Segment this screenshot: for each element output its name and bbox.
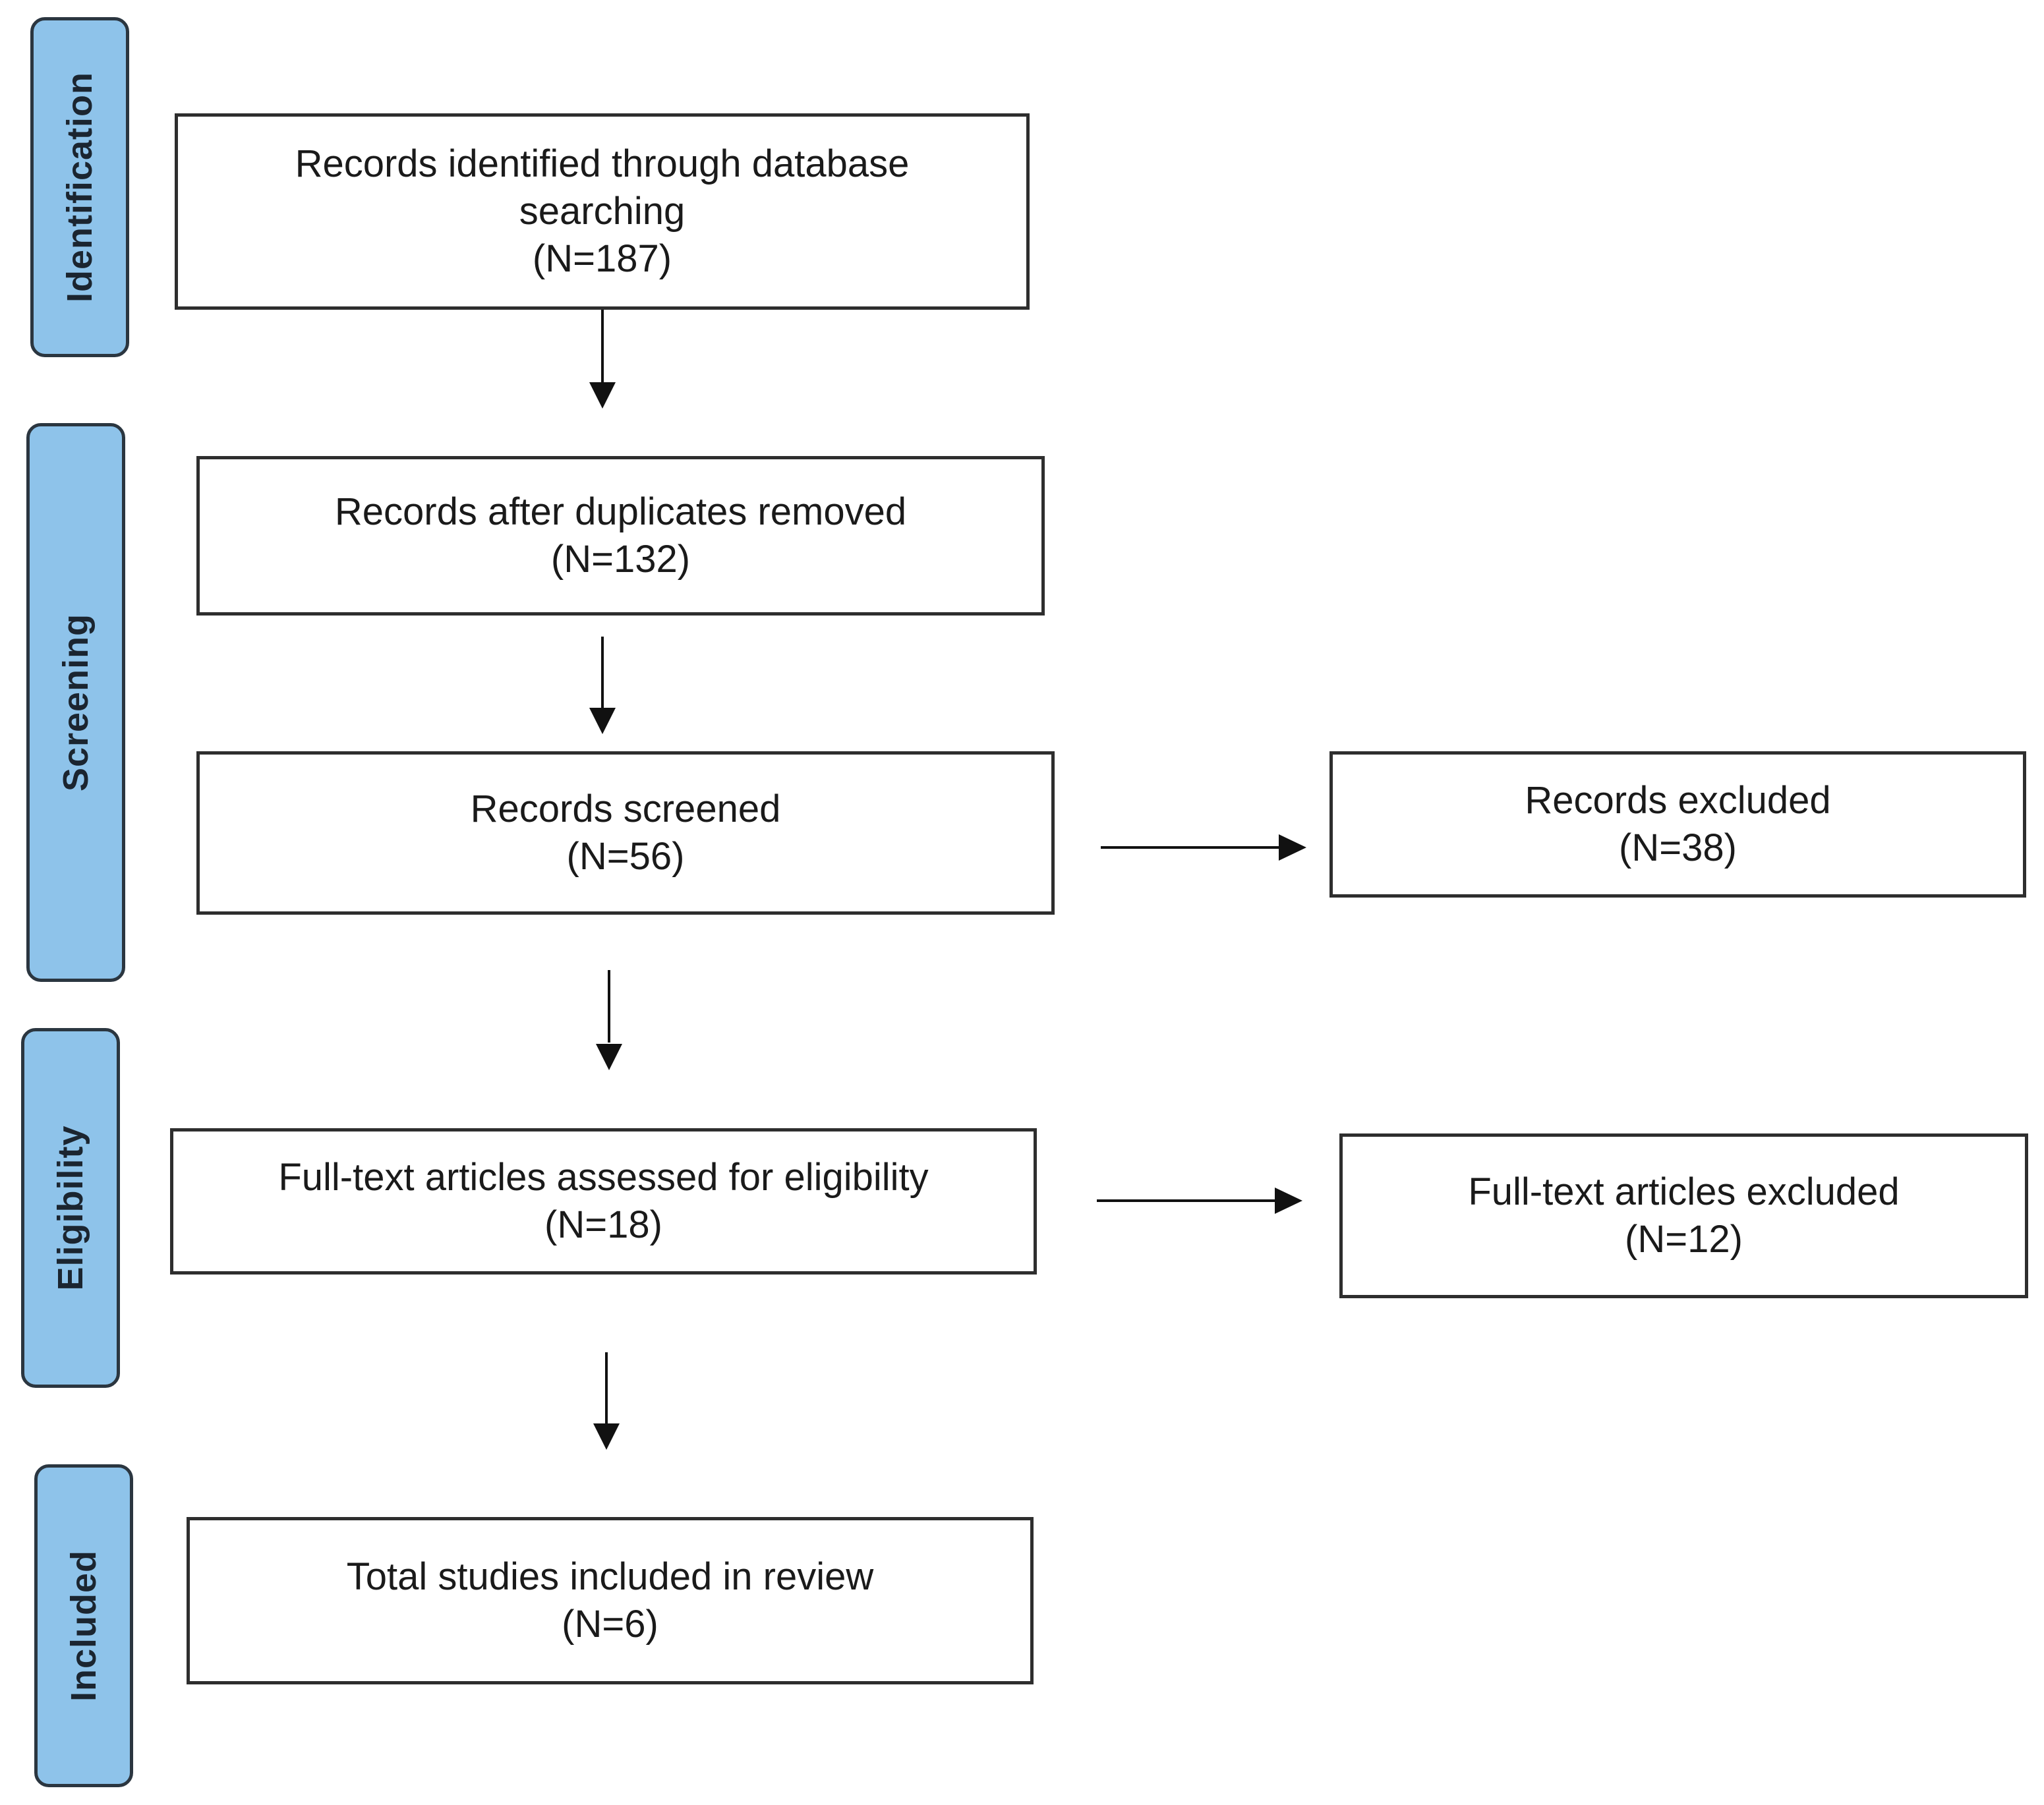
box-records-identified-line1: Records identified through database [295, 142, 910, 185]
arrowhead-down-2 [589, 708, 616, 734]
box-records-screened-count: (N=56) [566, 835, 685, 878]
stage-included: Included [34, 1464, 133, 1787]
box-fulltext-excluded: Full-text articles excluded (N=12) [1339, 1133, 2028, 1298]
box-fulltext-assessed-count: (N=18) [544, 1203, 662, 1246]
box-total-included-label: Total studies included in review [346, 1555, 874, 1598]
arrowhead-right-1 [1279, 834, 1306, 861]
box-total-included: Total studies included in review (N=6) [187, 1517, 1034, 1684]
stage-screening: Screening [26, 423, 125, 982]
box-records-excluded: Records excluded (N=38) [1329, 751, 2026, 898]
box-records-identified: Records identified through database sear… [175, 113, 1030, 310]
box-fulltext-excluded-count: (N=12) [1625, 1218, 1743, 1261]
arrowhead-down-4 [593, 1423, 620, 1450]
arrowhead-down-3 [596, 1044, 622, 1070]
box-total-included-count: (N=6) [562, 1603, 658, 1646]
stage-eligibility: Eligibility [21, 1028, 120, 1388]
box-records-after-duplicates-label: Records after duplicates removed [334, 490, 907, 533]
box-fulltext-assessed-label: Full-text articles assessed for eligibil… [278, 1156, 929, 1199]
arrowhead-right-2 [1275, 1188, 1302, 1214]
stage-identification: Identification [30, 17, 129, 357]
box-records-excluded-label: Records excluded [1525, 779, 1831, 822]
arrowhead-down-1 [589, 382, 616, 409]
box-records-identified-count: (N=187) [532, 237, 672, 280]
box-records-identified-line2: searching [519, 190, 686, 233]
box-fulltext-excluded-label: Full-text articles excluded [1468, 1170, 1900, 1213]
box-fulltext-assessed: Full-text articles assessed for eligibil… [170, 1128, 1037, 1275]
box-records-after-duplicates-count: (N=132) [550, 538, 691, 581]
box-records-excluded-count: (N=38) [1619, 826, 1737, 869]
box-records-after-duplicates: Records after duplicates removed (N=132) [196, 456, 1045, 616]
box-records-screened-label: Records screened [470, 788, 781, 830]
box-records-screened: Records screened (N=56) [196, 751, 1055, 915]
